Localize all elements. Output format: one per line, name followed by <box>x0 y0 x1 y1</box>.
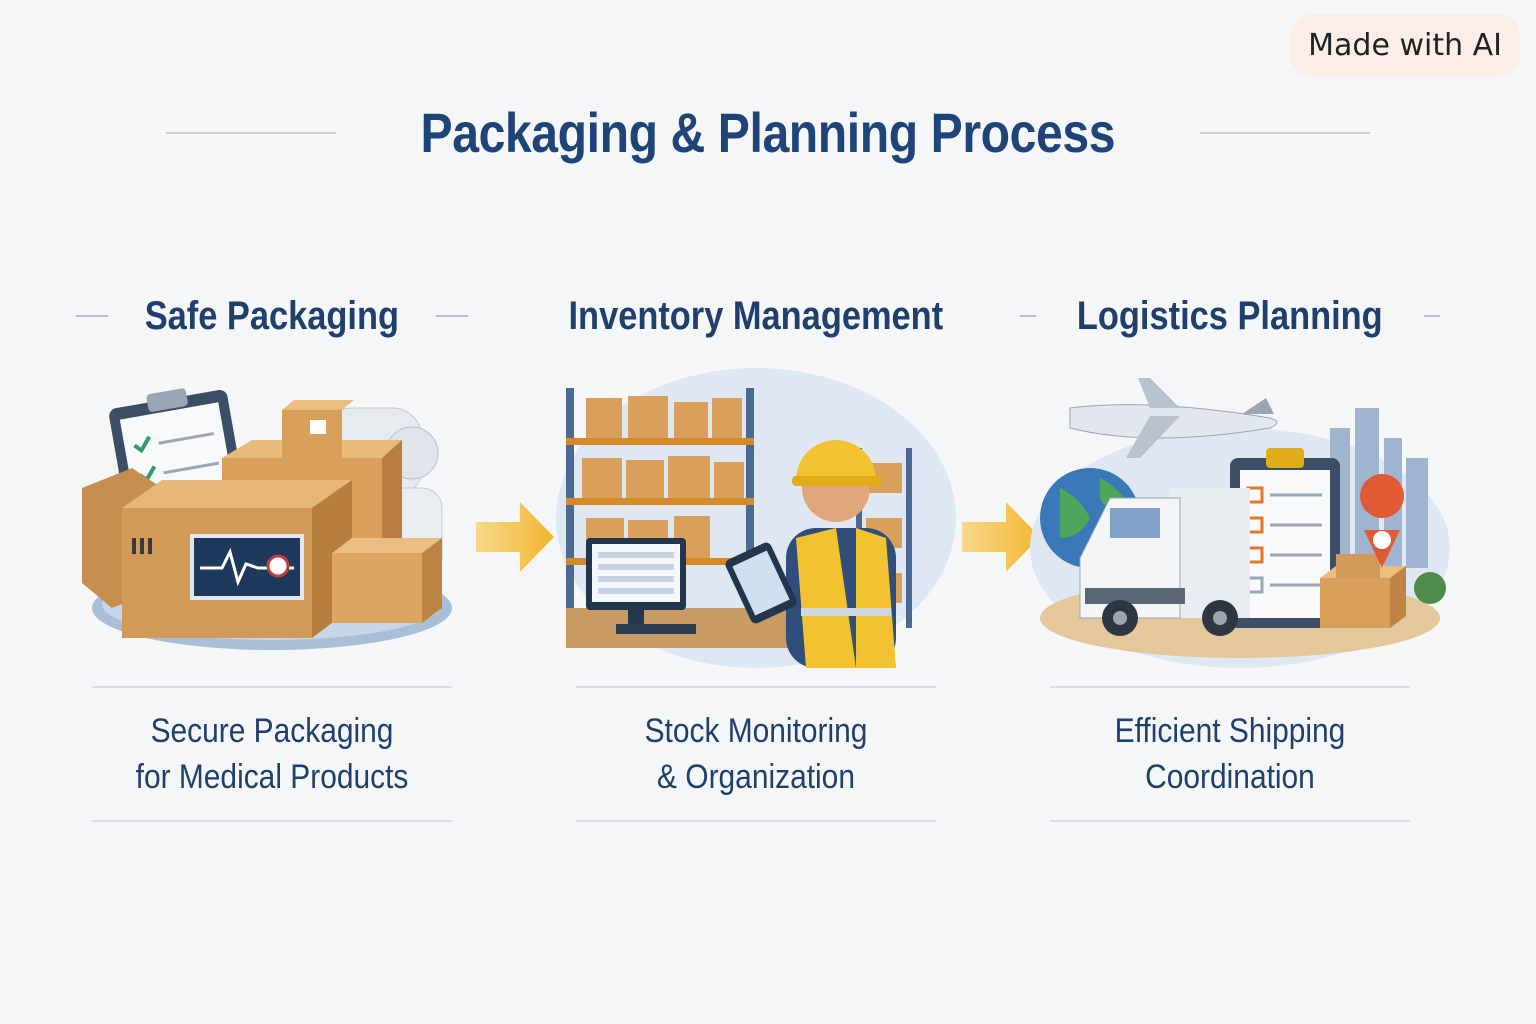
made-with-ai-badge: Made with AI <box>1290 14 1520 77</box>
step-description: Efficient Shipping Coordination <box>1045 708 1415 800</box>
step-inventory-management: Inventory Management <box>546 290 966 822</box>
divider-bottom <box>92 820 452 822</box>
step-safe-packaging: Safe Packaging <box>62 290 482 822</box>
arrow-right-icon <box>476 502 554 572</box>
desc-line-1: Secure Packaging <box>150 712 394 750</box>
arrow-right-icon <box>962 502 1040 572</box>
divider-top <box>92 686 452 688</box>
title-rule-left <box>166 131 337 134</box>
step-logistics-planning: Logistics Planning <box>1020 290 1450 822</box>
dash-right <box>1423 315 1440 317</box>
desc-line-2: Coordination <box>1145 758 1315 796</box>
step-title: Inventory Management <box>568 293 944 338</box>
header: Packaging & Planning Process <box>0 100 1536 165</box>
step-description: Stock Monitoring & Organization <box>571 708 941 800</box>
dash-left <box>76 315 109 317</box>
airplane-icon <box>1069 378 1278 458</box>
desc-line-2: & Organization <box>657 758 855 796</box>
divider-bottom <box>576 820 936 822</box>
worker-icon <box>725 440 896 668</box>
package-icon <box>1320 554 1406 628</box>
warehouse-illustration <box>556 368 956 668</box>
divider-top <box>576 686 936 688</box>
step-header: Safe Packaging <box>62 290 482 342</box>
step-header: Logistics Planning <box>1020 290 1440 342</box>
packaging-illustration <box>72 368 472 668</box>
desc-line-1: Efficient Shipping <box>1114 712 1346 750</box>
title-rule-right <box>1199 131 1370 134</box>
computer-monitor-icon <box>586 538 696 634</box>
cardboard-box-icon <box>82 400 442 638</box>
desc-line-1: Stock Monitoring <box>644 712 868 750</box>
dash-left <box>1020 315 1037 317</box>
truck-icon <box>1079 488 1250 636</box>
divider-top <box>1050 686 1410 688</box>
step-title: Safe Packaging <box>144 293 400 338</box>
dash-right <box>435 315 468 317</box>
step-title: Logistics Planning <box>1077 293 1383 338</box>
page-title: Packaging & Planning Process <box>420 101 1116 164</box>
checklist-icon <box>1230 448 1340 628</box>
step-description: Secure Packaging for Medical Products <box>87 708 457 800</box>
logistics-illustration <box>1030 368 1450 668</box>
location-pin-icon <box>1360 474 1405 568</box>
desc-line-2: for Medical Products <box>135 758 409 796</box>
divider-bottom <box>1050 820 1410 822</box>
step-header: Inventory Management <box>546 290 966 342</box>
